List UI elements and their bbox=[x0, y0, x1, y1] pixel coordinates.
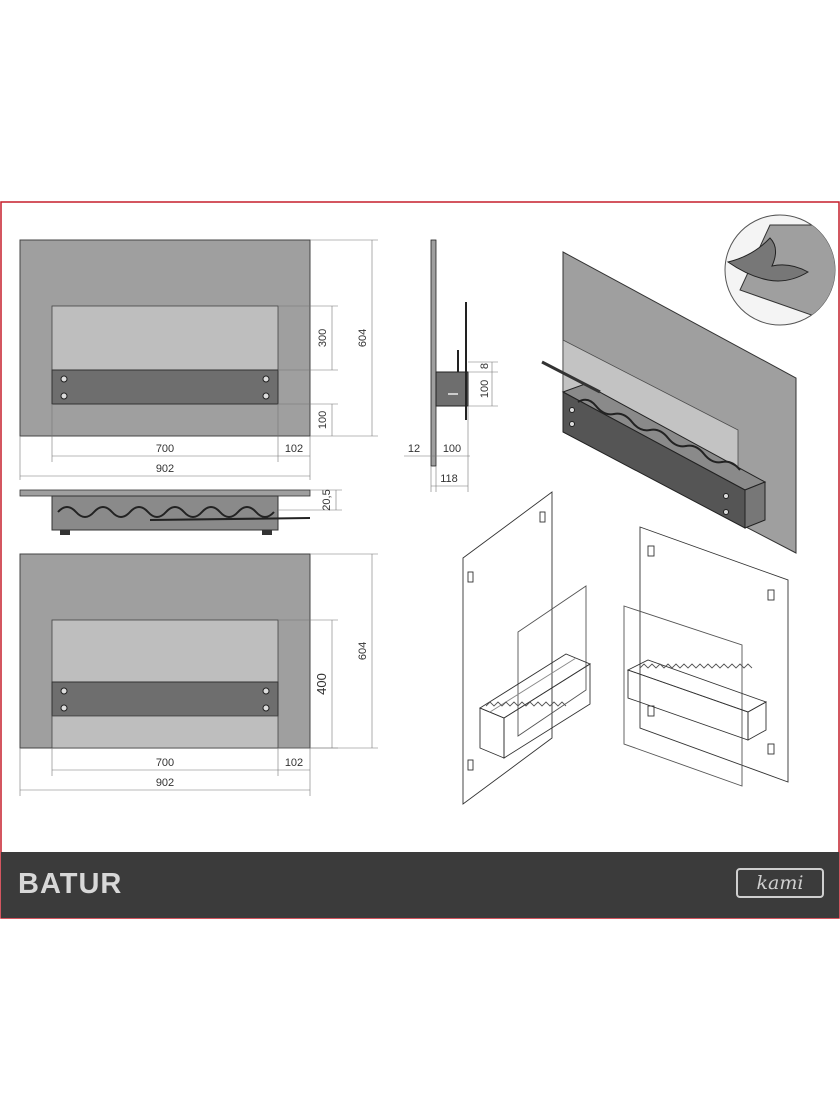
dim-height-total: 604 bbox=[357, 642, 369, 660]
glass-screen bbox=[51, 305, 279, 371]
screw bbox=[60, 375, 68, 383]
dim-width-margin: 102 bbox=[285, 757, 303, 769]
wall-panel-side bbox=[430, 239, 437, 467]
isometric-view-wireframe-left bbox=[462, 491, 591, 805]
top-panel-edge bbox=[19, 489, 311, 497]
flame-wave bbox=[57, 506, 275, 518]
front-view-top: 604 300 100 700 102 902 bbox=[19, 239, 378, 480]
dim-top-depth: 20,5 bbox=[321, 489, 333, 510]
burner-end-3d bbox=[744, 481, 766, 529]
dim-width-burner: 700 bbox=[156, 757, 174, 769]
isometric-view-wireframe-right bbox=[623, 526, 789, 787]
screw bbox=[723, 493, 729, 499]
dim-width-total: 902 bbox=[156, 777, 174, 789]
burner-front bbox=[51, 681, 279, 717]
kami-logo-icon: kami bbox=[736, 868, 824, 898]
dim-width-margin: 102 bbox=[285, 443, 303, 455]
dim-height-glass: 400 bbox=[314, 673, 329, 695]
footer-bar bbox=[1, 852, 839, 918]
screw bbox=[262, 704, 270, 712]
handle-3d bbox=[541, 360, 601, 394]
foot bbox=[262, 530, 272, 535]
side-view: 8 100 12 100 118 bbox=[404, 239, 498, 492]
dim-side-top: 8 bbox=[479, 363, 491, 369]
foot bbox=[60, 530, 70, 535]
burner-front bbox=[51, 369, 279, 405]
lower-glass bbox=[51, 715, 279, 749]
detail-inset bbox=[724, 214, 836, 326]
screw bbox=[262, 375, 270, 383]
glass-screen bbox=[51, 619, 279, 683]
screw bbox=[262, 687, 270, 695]
dim-height-total: 604 bbox=[357, 329, 369, 347]
screw bbox=[60, 687, 68, 695]
dim-width-burner: 700 bbox=[156, 443, 174, 455]
dim-side-burner-height: 100 bbox=[479, 380, 491, 398]
screw bbox=[569, 421, 575, 427]
dim-side-wall-offset: 12 bbox=[408, 443, 420, 455]
handle bbox=[149, 517, 311, 521]
screw bbox=[60, 704, 68, 712]
screw bbox=[60, 392, 68, 400]
dim-side-depth: 100 bbox=[443, 443, 461, 455]
product-name: BATUR bbox=[18, 868, 123, 900]
top-view: 20,5 bbox=[19, 489, 342, 535]
screw bbox=[569, 407, 575, 413]
flame-wave-3d bbox=[577, 398, 741, 471]
isometric-view-shaded bbox=[541, 251, 797, 554]
dim-width-total: 902 bbox=[156, 463, 174, 475]
screw bbox=[723, 509, 729, 515]
burner-side bbox=[435, 371, 469, 407]
dim-height-glass: 300 bbox=[317, 329, 329, 347]
dim-height-burner: 100 bbox=[317, 411, 329, 429]
screw bbox=[262, 392, 270, 400]
front-view-bottom: 604 400 700 102 902 bbox=[19, 553, 378, 796]
dim-side-total-depth: 118 bbox=[440, 473, 458, 485]
